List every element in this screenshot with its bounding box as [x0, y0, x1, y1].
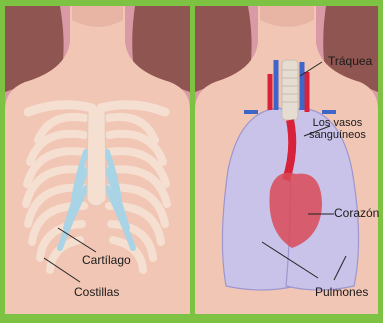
- trachea: [282, 60, 298, 120]
- label-ribs: Costillas: [74, 286, 119, 299]
- label-lungs: Pulmones: [315, 286, 368, 299]
- left-panel-ribcage: [5, 6, 190, 314]
- label-vessels: Los vasos sanguíneos: [309, 118, 366, 141]
- label-cartilage: Cartílago: [82, 254, 131, 267]
- label-trachea: Tráquea: [328, 55, 372, 68]
- right-panel-organs: [195, 6, 378, 314]
- sternum: [87, 108, 106, 206]
- label-heart: Corazón: [334, 207, 379, 220]
